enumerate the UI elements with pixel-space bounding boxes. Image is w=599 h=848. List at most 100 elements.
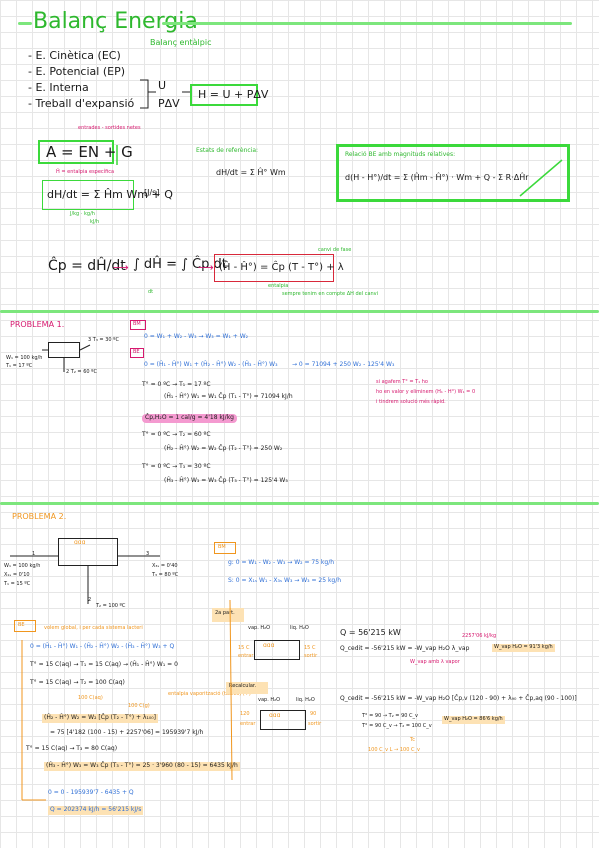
separator-2 <box>0 502 599 505</box>
p2-r3: T° = 15 C(aq) → T₃ = 80 C(aq) <box>26 745 118 752</box>
p2-r2e: = 75 [4'182 (100 - 15) + 2257'06] = 1959… <box>50 729 204 736</box>
p2-part2-tag: 2a part. <box>212 608 244 622</box>
enthalpy-eq: H = U + PΔV <box>198 88 269 101</box>
p2-liq1: liq. H₂O <box>290 625 309 631</box>
dh-eq: dH/dt = Σ Ĥm Wm + Q <box>47 188 173 201</box>
p1-w2: 2 T₂ = 60 ºC <box>66 369 97 375</box>
p1-note3: i tindrem solució més ràpid. <box>376 399 446 405</box>
p2-exchanger-1: ɑɑɑ <box>254 640 300 660</box>
energy-item-1: - E. Cinètica (EC) <box>28 49 121 62</box>
p1-be-tag: BE <box>130 348 144 358</box>
p2-wvap2: W_vap H₂O = 86'6 kg/h <box>442 716 505 724</box>
p2-coil-icon: ɑɑɑ <box>74 539 86 546</box>
acc-box: A = EN + G <box>38 140 133 164</box>
acc-sub: Ĥ = entalpia específica <box>56 169 115 175</box>
cp-note2: entalpia <box>268 283 289 289</box>
p2-vap2: vap. H₂O <box>258 697 281 703</box>
p2-t3: T₃ = 80 ºC <box>152 572 179 578</box>
p1-w3: 3 T₃ = 30 ºC <box>88 337 119 343</box>
p1-bm-eq: 0 = W₁ + W₂ - W₃ → W₃ = W₁ + W₂ <box>144 333 249 340</box>
relative-box: Relació BE amb magnituds relatives: d(H … <box>336 144 570 202</box>
p1-title: PROBLEMA 1. <box>10 320 65 329</box>
energy-item-2: - E. Potencial (EP) <box>28 65 125 78</box>
p1-ref2: T° = 0 ºC → T₂ = 60 ºC <box>142 431 211 438</box>
p2-t100: 100 C_v L → 100 C_v <box>368 747 420 753</box>
p2-part2-label: 2a part. <box>215 610 235 616</box>
p2-exchanger-2: ɑɑɑ <box>260 710 306 730</box>
p2-x1: X₁ₛ = 0'10 <box>4 572 30 578</box>
p1-ref1b: (Ĥ₁ - Ĥ°) W₁ = W₁ Ĉp (T₁ - T°) = 71094 k… <box>164 393 293 400</box>
p2-r4: 0 = 0 - 195939'7 - 6435 + Q <box>48 789 134 796</box>
p2-sort: sortir <box>304 653 318 659</box>
p2-ent: entrar <box>238 653 254 659</box>
p1-w1: W₁ = 100 kg/h <box>6 355 43 361</box>
p2-r2b: 100 C(g) <box>128 703 150 709</box>
p2-q: Q = 56'215 kW <box>340 628 401 637</box>
acc-note: entrades - sortides netes <box>78 125 141 131</box>
p2-be-label: BE <box>18 622 25 628</box>
title-underline-right <box>162 22 572 25</box>
separator-1 <box>0 310 599 313</box>
ref-title: Estats de referència: <box>196 147 259 154</box>
p2-r2d: (Ĥ₂ - Ĥ°) W₂ = W₂ [Ĉp (T₂ - T°) + λ₁₀₀] <box>42 714 159 723</box>
p1-be-result: → 0 = 71094 + 250 W₂ - 125'4 W₃ <box>292 361 395 368</box>
p2-t15a: 15 C <box>238 645 250 651</box>
p1-t1: T₁ = 17 ºC <box>6 363 33 369</box>
enthalpy-box: H = U + PΔV <box>190 84 268 106</box>
p2-r1: T° = 15 C(aq) → T₁ = 15 C(aq) → (Ĥ₁ - Ĥ°… <box>30 661 178 668</box>
p2-unit-box <box>58 538 118 566</box>
cp-box: (Ĥ - Ĥ°) = Ĉp (T - T°) + λ <box>214 254 344 282</box>
subtitle: Balanç entàlpic <box>150 38 212 47</box>
cp-eq: Ĉp = dĤ/dt <box>48 258 126 274</box>
p2-bm-label: BM <box>218 544 226 550</box>
p2-be-note: volem global, i per cada sistema lacteri <box>44 625 143 631</box>
acc-eq: A = EN + G <box>46 143 133 161</box>
p2-bm-tag: BM <box>214 542 236 554</box>
p2-q2note: 2257'06 kJ/kg <box>462 633 497 639</box>
p2-r5: Q = 202374 kJ/h = 56'215 kJ/s <box>48 806 144 815</box>
p2-coil-icon-3: ɑɑɑ <box>269 712 281 719</box>
dh-note2: kJ/h <box>90 219 100 225</box>
p1-cp-val: Ĉp,H₂O = 1 cal/g = 4'18 kJ/kg <box>142 414 237 423</box>
p1-unit-box <box>48 342 80 358</box>
p2-be-eq: 0 = (Ĥ₁ - Ĥ°) W₁ - (Ĥ₂ - Ĥ°) W₂ - (Ĥ₃ - … <box>30 643 175 650</box>
p2-tc: Tc <box>410 737 415 743</box>
p2-num1: 1 <box>32 551 36 557</box>
p2-r3b: (Ĥ₃ - Ĥ°) W₃ = W₃ Ĉp (T₃ - T°) = 25 · 3'… <box>44 762 240 771</box>
p2-r2c: entalpia vaporització (taules) (+) <box>168 691 251 697</box>
p2-coil-icon-2: ɑɑɑ <box>263 642 275 649</box>
cp-box-eq: (Ĥ - Ĥ°) = Ĉp (T - T°) + λ <box>219 262 344 273</box>
p2-w1: W₁ = 100 kg/h <box>4 563 41 569</box>
p2-num3: 3 <box>146 551 150 557</box>
p2-t2: T₂ = 100 ºC <box>96 603 126 609</box>
p1-ref3b: (Ĥ₃ - Ĥ°) W₃ = W₃ Ĉp (T₃ - T°) = 125'4 W… <box>164 477 288 484</box>
energy-item-4: - Treball d'expansió <box>28 97 135 110</box>
title-underline-left <box>18 22 32 25</box>
p2-r2a: 100 C(aq) <box>78 695 103 701</box>
p1-note1: si agafem T° = T₁ ho <box>376 379 428 385</box>
p2-q2sub: W_vap amb λ vapor <box>410 659 460 665</box>
p1-bm-label: BM <box>133 321 141 327</box>
p2-be-tag: BE <box>14 620 36 632</box>
dh-box: dH/dt = Σ Ĥm Wm + Q <box>42 180 173 210</box>
bracket-u: U <box>158 79 167 92</box>
p1-ref2b: (Ĥ₂ - Ĥ°) W₂ = W₂ Ĉp (T₂ - T°) = 250 W₂ <box>164 445 283 452</box>
p2-qcedit2: Q_cedit = -56'215 kW = -W_vap H₂O [Ĉp,v … <box>340 695 577 702</box>
p1-ref3: T° = 0 ºC → T₃ = 30 ºC <box>142 463 211 470</box>
ref-eq: dH/dt = Σ Ĥ° Wm <box>216 168 286 177</box>
p2-t90: 90 <box>310 711 317 717</box>
cp-arrow: ⟶ <box>113 261 129 274</box>
rel-eq: d(H - H°)/dt = Σ (Ĥm - Ĥ°) · Wm + Q - Σ … <box>345 173 529 182</box>
cp-int: ∫ dĤ = ∫ Ĉp dt <box>133 257 227 272</box>
p2-ent-2: entrar <box>240 721 256 727</box>
p2-title: PROBLEMA 2. <box>12 512 67 521</box>
cp-dt: dt <box>148 289 154 295</box>
cp-note1: canvi de fase <box>318 247 352 253</box>
p2-r2: T° = 15 C(aq) → T₂ = 100 C(aq) <box>30 679 125 686</box>
p2-vap1: vap. H₂O <box>248 625 271 631</box>
dh-note1: J/kg · kg/h <box>70 211 95 217</box>
p2-bm-g: g: 0 = W₁ - W₂ - W₃ → W₂ = 75 kg/h <box>228 559 335 566</box>
page-title: Balanç Energia <box>33 9 198 34</box>
